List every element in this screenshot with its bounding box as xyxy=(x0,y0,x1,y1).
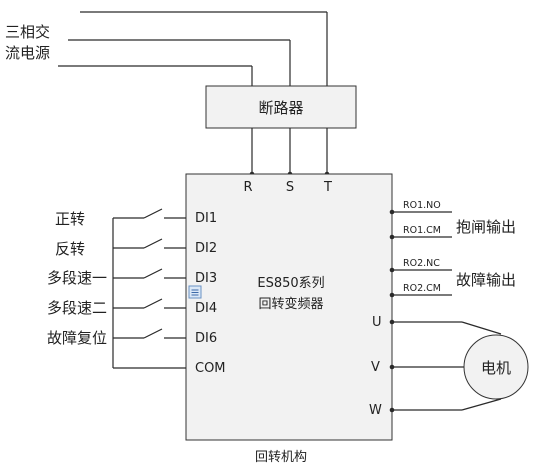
breaker-label: 断路器 xyxy=(258,99,303,117)
input-s: S xyxy=(286,180,294,195)
output-v: V xyxy=(371,360,380,375)
motor-circle xyxy=(463,334,529,400)
power-label-line1: 三相交 xyxy=(5,23,50,41)
breaker-output-wires xyxy=(249,128,330,177)
switch-label-reverse: 反转 xyxy=(55,240,85,258)
supply-wires xyxy=(58,11,328,86)
relay-ro2-label: 故障输出 xyxy=(456,271,516,289)
motor-label: 电机 xyxy=(481,359,511,377)
pin-di1: DI1 xyxy=(195,211,217,226)
diagram-caption: 回转机构 xyxy=(255,450,307,465)
list-icon xyxy=(188,285,202,299)
relay-ro1-cm: RO1.CM xyxy=(403,225,441,236)
switch-label-forward: 正转 xyxy=(55,210,85,228)
relay-wiring xyxy=(389,209,452,298)
inverter-model: ES850系列 xyxy=(257,276,324,291)
output-w: W xyxy=(369,403,382,418)
inverter-box xyxy=(185,173,393,441)
inverter-name: 回转变频器 xyxy=(258,296,323,312)
switch-label-fault-reset: 故障复位 xyxy=(47,329,107,347)
digital-input-wiring xyxy=(112,208,186,369)
power-label-line2: 流电源 xyxy=(5,44,50,62)
pin-di2: DI2 xyxy=(195,241,217,256)
pin-di6: DI6 xyxy=(195,331,217,346)
relay-ro1-label: 抱闸输出 xyxy=(456,218,516,236)
switch-label-speed2: 多段速二 xyxy=(47,299,107,317)
switch-label-speed1: 多段速一 xyxy=(47,269,107,287)
relay-ro2-nc: RO2.NC xyxy=(403,258,440,269)
motor-wiring xyxy=(389,319,502,413)
breaker-box xyxy=(205,85,357,129)
pin-di3: DI3 xyxy=(195,271,217,286)
output-u: U xyxy=(372,315,382,330)
pin-di4: DI4 xyxy=(195,301,217,316)
input-r: R xyxy=(243,180,252,195)
relay-ro2-cm: RO2.CM xyxy=(403,283,441,294)
input-t: T xyxy=(323,180,332,195)
relay-ro1-no: RO1.NO xyxy=(403,200,441,211)
pin-com: COM xyxy=(195,361,226,376)
